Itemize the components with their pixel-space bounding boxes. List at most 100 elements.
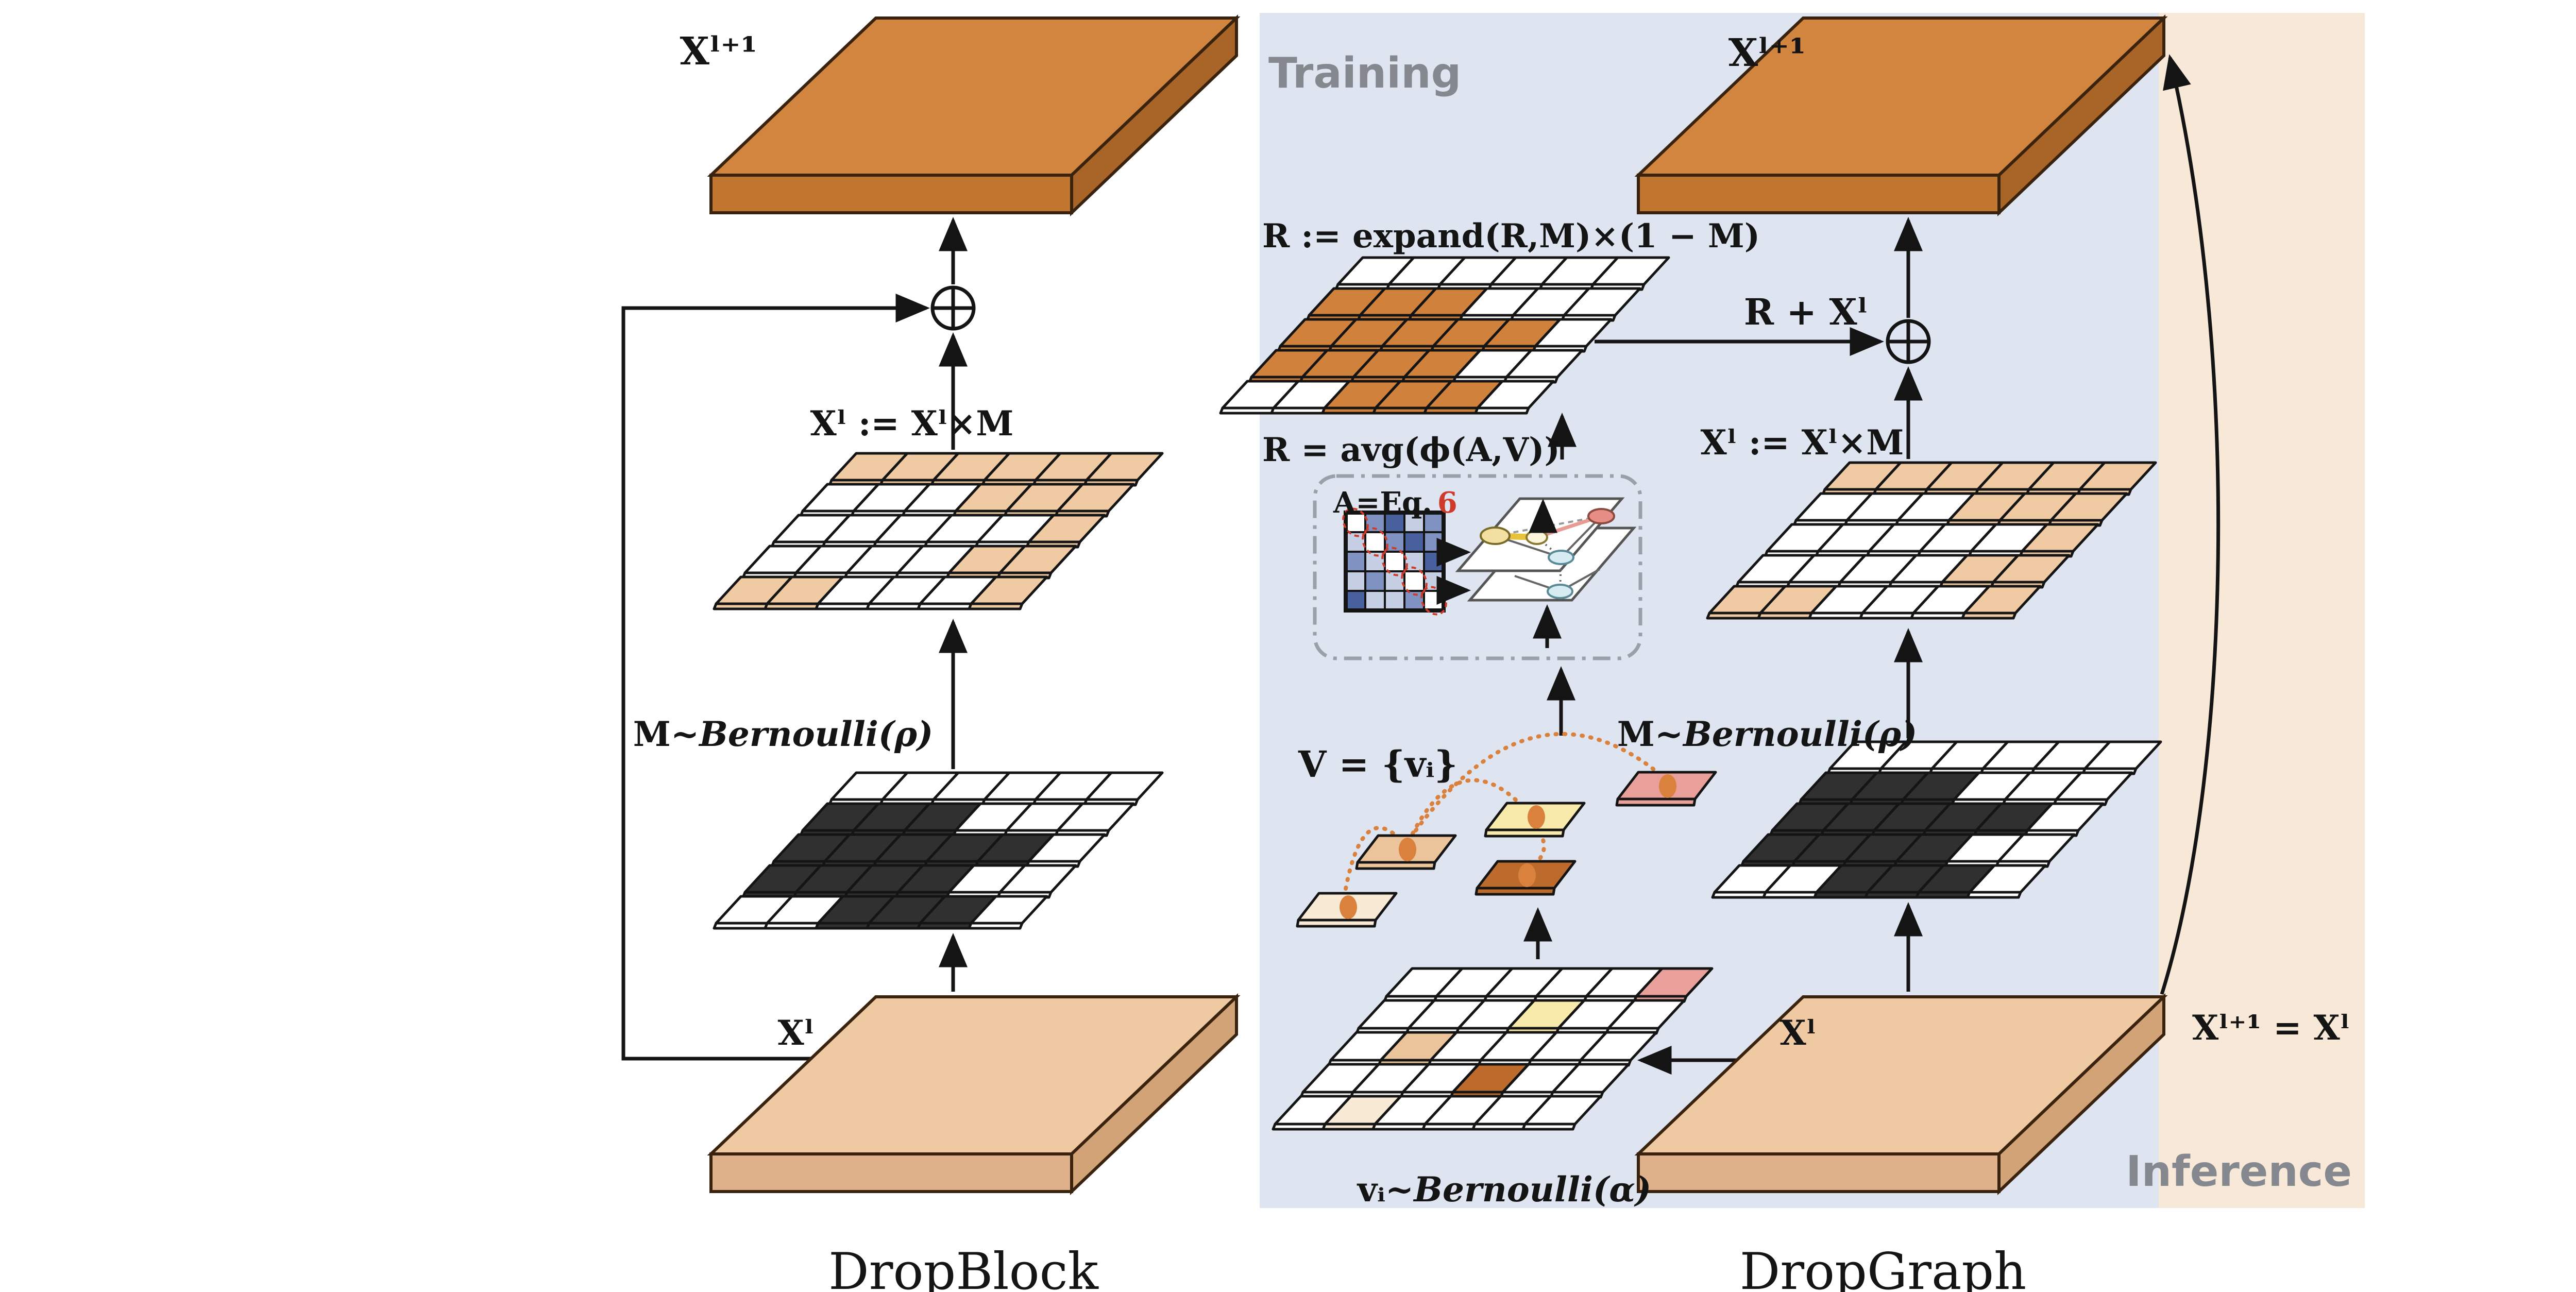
label-avg-formula: R = avg(ϕ(A,V)) — [1262, 431, 1560, 469]
node-dot — [1659, 774, 1676, 798]
grid-cell — [998, 545, 1077, 574]
label-output-right: Xˡ⁺¹ — [1728, 31, 1806, 75]
graph-node-cyan — [1548, 550, 1574, 565]
label-v-set: V = {vᵢ} — [1298, 743, 1458, 786]
graph-node-center — [1526, 530, 1548, 545]
caption-dropgraph: DropGraph — [1740, 1243, 2027, 1292]
graph-node-cyan-lower — [1547, 584, 1573, 599]
skip-connection-line-left — [621, 294, 930, 1061]
inference-region — [2159, 13, 2365, 1208]
matrix-cell — [1345, 551, 1366, 572]
label-input-right: Xˡ — [1780, 1013, 1816, 1053]
matrix-cell — [1403, 570, 1425, 592]
label-reset-formula: R := expand(R,M)×(1 − M) — [1262, 217, 1760, 256]
grid-cell — [970, 575, 1048, 605]
message-passing-planes — [1436, 497, 1637, 648]
node-relation-arcs — [1344, 732, 1665, 891]
node-dot — [1528, 805, 1545, 829]
sampled-node-tiles — [1296, 771, 1717, 928]
label-mask-right: M~Bernoulli(ρ) — [1617, 714, 1917, 754]
matrix-cell — [1384, 590, 1405, 611]
grid-cell — [1563, 287, 1641, 317]
diagonal-marker-ellipse — [1401, 566, 1428, 596]
node-sample-grid — [1272, 967, 1714, 1131]
input-slab-right — [1634, 993, 2168, 1196]
caption-dropblock: DropBlock — [828, 1243, 1099, 1292]
label-mask-left: M~Bernoulli(ρ) — [633, 714, 933, 754]
grid-cell — [998, 864, 1077, 894]
grid-cell — [2026, 802, 2105, 832]
reset-value-grid — [1219, 256, 1670, 415]
grid-cell — [1505, 349, 1584, 379]
grid-cell — [1551, 1063, 1630, 1094]
matrix-cell — [1345, 570, 1366, 592]
gnn-dashed-box — [1313, 474, 1642, 660]
diagonal-marker-ellipse — [1381, 547, 1408, 576]
grid-cell — [1085, 771, 1164, 801]
grid-cell — [1085, 452, 1164, 482]
diagonal-marker-ellipse — [1362, 527, 1388, 557]
label-a-eq: A=Eq.6 — [1333, 486, 1458, 520]
grid-cell — [1591, 256, 1670, 286]
output-slab-right — [1634, 14, 2168, 217]
grid-cell — [970, 895, 1048, 925]
label-training: Training — [1268, 49, 1461, 98]
relation-arc — [1344, 826, 1402, 891]
grid-cell — [1027, 833, 1106, 863]
masked-feature-grid-left — [713, 452, 1164, 610]
matrix-cell — [1364, 570, 1386, 592]
grid-cell — [2078, 461, 2157, 491]
grid-cell — [1027, 514, 1106, 543]
graph-node-red — [1587, 508, 1615, 524]
grid-cell — [1963, 585, 2042, 615]
relation-arc — [1411, 778, 1526, 836]
matrix-cell — [1384, 512, 1405, 533]
grid-cell — [1968, 864, 2047, 894]
grid-cell — [1534, 318, 1613, 348]
label-identity: Xˡ⁺¹ = Xˡ — [2192, 1008, 2350, 1048]
output-slab-left — [707, 14, 1241, 217]
grid-cell — [1523, 1095, 1602, 1126]
grid-cell — [2055, 771, 2133, 801]
matrix-cell — [1345, 590, 1366, 611]
label-input-left: Xˡ — [778, 1013, 814, 1053]
label-inference: Inference — [2126, 1147, 2352, 1196]
label-r-plus-x: R + Xˡ — [1744, 291, 1868, 333]
label-vi-bernoulli: vᵢ~Bernoulli(α) — [1357, 1169, 1651, 1210]
grid-cell — [1056, 802, 1135, 832]
grid-cell — [1476, 380, 1555, 410]
node-dot — [1399, 838, 1416, 861]
grid-cell — [2021, 523, 2099, 553]
matrix-cell — [1364, 531, 1386, 553]
label-output-left: Xˡ⁺¹ — [680, 29, 758, 74]
matrix-cell — [1384, 551, 1405, 572]
grid-cell — [1635, 967, 1714, 998]
relation-arc — [1532, 830, 1546, 865]
masked-feature-grid-right — [1706, 461, 2157, 620]
label-masked-right: Xˡ := Xˡ×M — [1701, 422, 1904, 463]
matrix-cell — [1403, 531, 1425, 553]
label-masked-left: Xˡ := Xˡ×M — [810, 403, 1014, 444]
matrix-cell — [1364, 590, 1386, 611]
grid-cell — [1607, 999, 1686, 1030]
adjacency-matrix — [1342, 507, 1447, 616]
grid-cell — [2083, 740, 2162, 770]
matrix-cell — [1423, 531, 1445, 553]
matrix-cell — [1423, 551, 1445, 572]
node-dot — [1518, 863, 1536, 887]
bernoulli-mask-grid-left — [713, 771, 1164, 930]
grid-cell — [1997, 833, 2076, 863]
input-slab-left — [707, 993, 1241, 1196]
grid-cell — [1992, 554, 2071, 584]
relation-arc — [1414, 732, 1665, 832]
sum-node-right — [1886, 319, 1931, 364]
sum-node-left — [930, 285, 976, 331]
inference-identity-curve — [2160, 54, 2221, 995]
grid-cell — [1056, 483, 1135, 513]
grid-cell — [2049, 492, 2128, 522]
grid-cell — [1579, 1031, 1658, 1062]
bernoulli-mask-grid-right — [1711, 740, 2162, 899]
graph-node-yellow — [1480, 526, 1511, 545]
